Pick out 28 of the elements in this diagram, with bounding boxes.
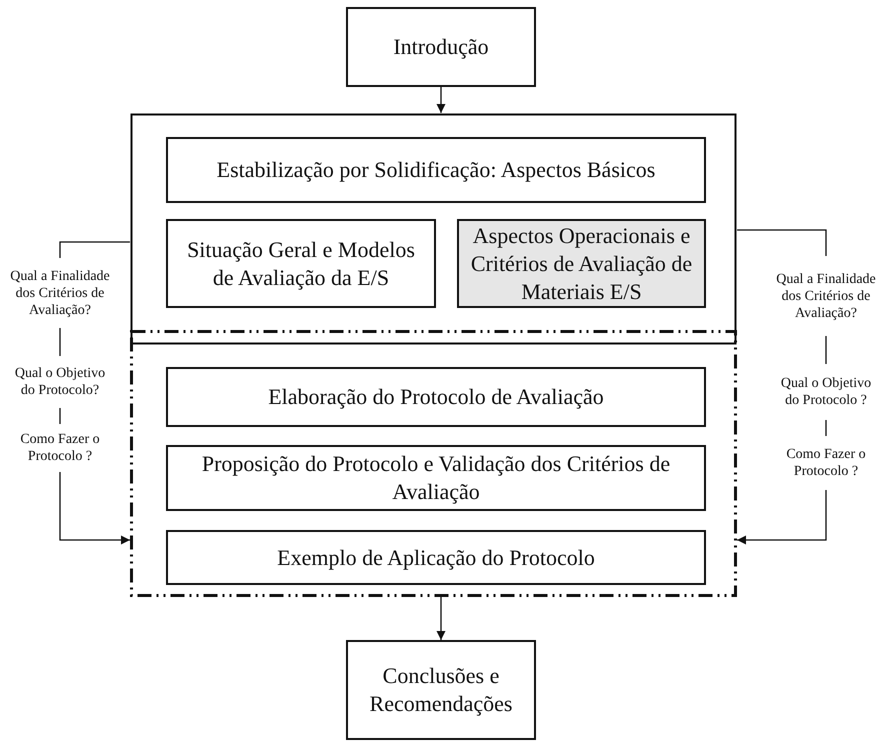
process-box: [166, 530, 706, 585]
dash-dot-frame: [130, 330, 737, 597]
process-box: [166, 137, 706, 203]
box-label: Situação Geral e Modelos de Avaliação da E/S: [186, 236, 416, 292]
box-label: Introdução: [393, 33, 489, 61]
connector-line: [59, 328, 61, 356]
box-label: Elaboração do Protocolo de Avaliação: [268, 383, 604, 411]
connector-line: [59, 241, 130, 258]
arrow: [436, 87, 446, 113]
group-frame: [130, 113, 737, 345]
box-label: Conclusões e Recomendações: [368, 662, 514, 718]
connector-line: [737, 229, 827, 256]
process-box: [166, 445, 706, 511]
process-box: [346, 640, 536, 740]
process-box: [166, 367, 706, 427]
arrow: [737, 490, 827, 544]
connector-line: [825, 336, 827, 364]
box-label: Estabilização por Solidificação: Aspectos Básicos: [216, 156, 656, 184]
box-label: Proposição do Protocolo e Validação dos Critérios de Avaliação: [200, 450, 672, 506]
connector-line: [59, 408, 61, 424]
arrow: [436, 597, 446, 640]
box-label: Aspectos Operacionais e Critérios de Avaliação de Materiais E/S: [470, 222, 694, 306]
arrow: [59, 472, 130, 544]
box-label: Exemplo de Aplicação do Protocolo: [277, 544, 595, 572]
process-box: [346, 7, 536, 87]
connector-line: [825, 420, 827, 436]
process-box: [457, 219, 706, 308]
process-box: [166, 219, 436, 308]
